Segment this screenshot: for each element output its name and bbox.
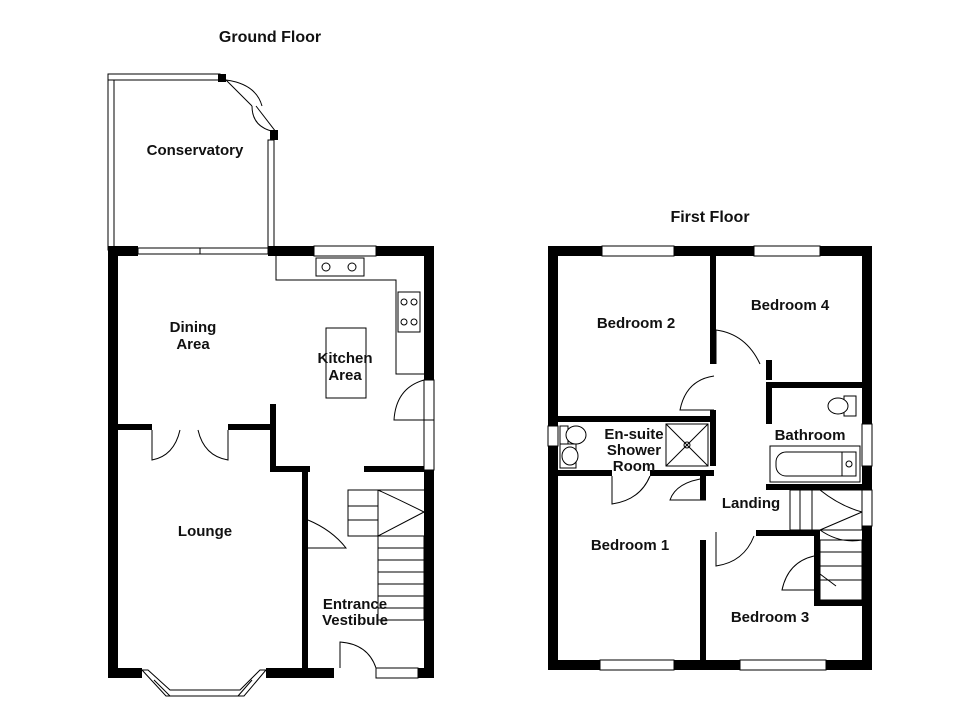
- kitchen-units: [275, 256, 424, 399]
- conservatory-door-swing: [225, 79, 263, 107]
- conservatory-door-leaf: [225, 79, 253, 107]
- first-stairs: [789, 489, 863, 601]
- bedroom1-window: [599, 659, 675, 671]
- kitchen-sink: [315, 257, 365, 277]
- landing-label: Landing: [722, 495, 780, 512]
- landing-window: [861, 489, 873, 527]
- bathroom-window: [861, 423, 873, 467]
- vestibule-label-line1: Entrance: [323, 596, 387, 613]
- first-floor-walls: [548, 246, 872, 670]
- bedroom1-door: [669, 477, 707, 501]
- kitchen-window: [313, 245, 377, 257]
- vestibule-label-line2: Vestibule: [322, 612, 388, 629]
- lounge-bay-window: [140, 669, 268, 697]
- kitchen-area-label-line2: Area: [328, 367, 362, 384]
- ground-stairs: [347, 489, 425, 621]
- ensuite-label-line3: Room: [613, 458, 656, 475]
- lounge-double-door: [151, 429, 229, 461]
- lounge-door: [307, 519, 348, 549]
- conservatory-side-glazing: [107, 73, 115, 251]
- conservatory-door-leaf: [255, 105, 277, 133]
- conservatory-top-glazing: [107, 73, 221, 81]
- ensuite-label-line1: En-suite: [604, 426, 663, 443]
- conservatory-structure: [107, 73, 278, 251]
- vestibule-window: [375, 667, 419, 679]
- bedroom4-label: Bedroom 4: [751, 297, 830, 314]
- bedroom3-door: [781, 555, 815, 591]
- ensuite-door: [611, 475, 651, 505]
- ensuite-label-line2: Shower: [607, 442, 661, 459]
- patio-door: [137, 247, 269, 255]
- conservatory-label: Conservatory: [147, 142, 244, 159]
- landing-door: [715, 532, 755, 567]
- ensuite-window: [547, 425, 559, 447]
- bedroom4-door: [715, 329, 761, 365]
- conservatory-door-swing: [251, 105, 277, 133]
- kitchen-area-label-line1: Kitchen: [317, 350, 372, 367]
- conservatory-post: [218, 74, 226, 82]
- bedroom1-label: Bedroom 1: [591, 537, 669, 554]
- ground-floor-title: Ground Floor: [219, 29, 321, 46]
- bathroom-label: Bathroom: [775, 427, 846, 444]
- kitchen-side-door: [393, 379, 435, 421]
- kitchen-side-window: [423, 419, 435, 471]
- kitchen-hob: [397, 291, 421, 333]
- first-floor-plan: First Floor Bedroom 2 Bedroom 4 En-suite…: [547, 209, 873, 671]
- bedroom4-window: [753, 245, 821, 257]
- first-floor-title: First Floor: [670, 209, 749, 226]
- dining-area-label-line2: Area: [176, 336, 210, 353]
- bedroom2-door: [679, 375, 715, 411]
- lounge-label: Lounge: [178, 523, 232, 540]
- bedroom2-label: Bedroom 2: [597, 315, 675, 332]
- kitchen-island: [325, 327, 367, 399]
- conservatory-post: [270, 130, 278, 140]
- front-door: [339, 641, 377, 669]
- ensuite-fittings: [559, 423, 709, 469]
- bathroom-fittings: [769, 395, 861, 483]
- dining-area-label-line1: Dining: [170, 319, 217, 336]
- bedroom2-window: [601, 245, 675, 257]
- ground-floor-plan: Ground Floor Conservatory Dining Area Ki…: [107, 29, 435, 697]
- conservatory-right-glazing: [267, 139, 275, 251]
- ground-floor-walls: [108, 246, 434, 678]
- bedroom3-window: [739, 659, 827, 671]
- bedroom3-label: Bedroom 3: [731, 609, 809, 626]
